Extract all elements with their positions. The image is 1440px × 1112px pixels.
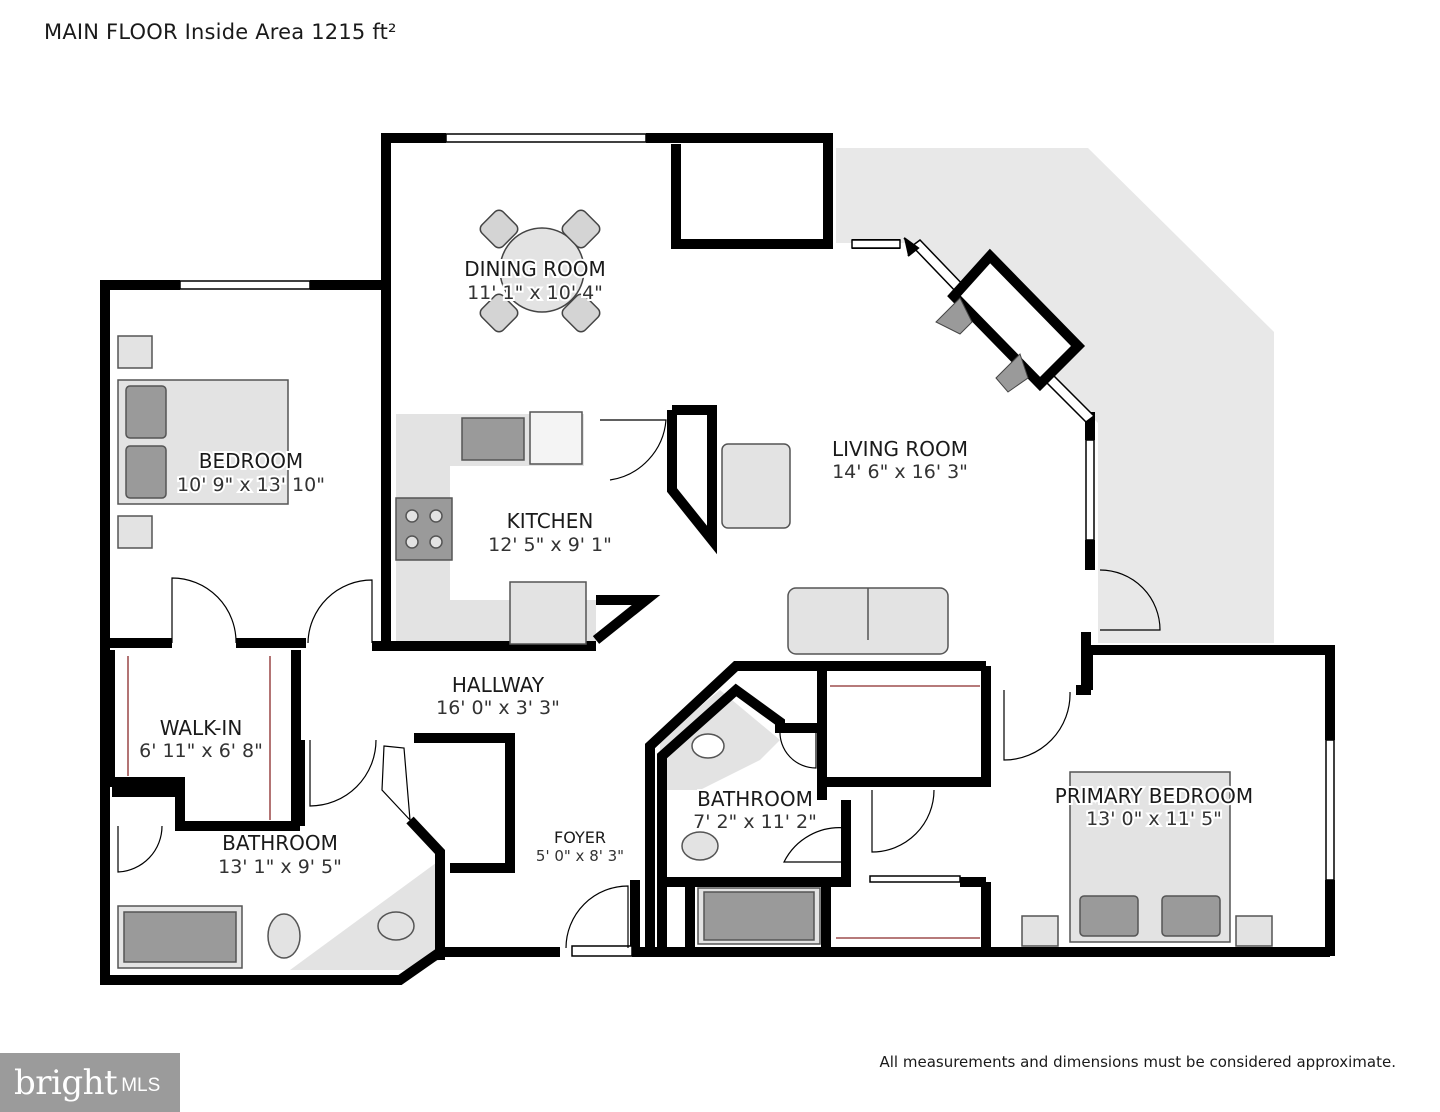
- primary-bedroom-dims: 13' 0" x 11' 5": [1086, 808, 1222, 830]
- kitchen-appliances: [395, 411, 587, 645]
- windows: [179, 133, 1335, 957]
- primary-bedroom-name: PRIMARY BEDROOM: [1055, 784, 1253, 808]
- living-furniture: [721, 443, 949, 655]
- logo-brand: bright: [14, 1062, 118, 1103]
- kitchen-name: KITCHEN: [507, 509, 594, 533]
- dining-table: [479, 209, 601, 333]
- bedroom-bed: [117, 335, 289, 549]
- bedroom-name: BEDROOM: [199, 449, 303, 473]
- floor-title: MAIN FLOOR Inside Area 1215 ft²: [44, 20, 397, 44]
- bathroom-vanity-left: [290, 860, 440, 970]
- dining-room-dims: 11' 1" x 10' 4": [467, 282, 603, 304]
- walkin-dims: 6' 11" x 6' 8": [139, 740, 263, 762]
- floor-plan: DINING ROOM 11' 1" x 10' 4" LIVING ROOM …: [100, 133, 1335, 985]
- bathroom-left-name: BATHROOM: [222, 831, 338, 855]
- closet-rods: [127, 656, 980, 939]
- kitchen-dims: 12' 5" x 9' 1": [488, 534, 612, 556]
- primary-bed: [1021, 771, 1273, 947]
- hallway-dims: 16' 0" x 3' 3": [436, 697, 560, 719]
- bath-fixtures: [117, 733, 821, 969]
- balcony-area: [836, 148, 1274, 643]
- bathroom-mid-name: BATHROOM: [697, 787, 813, 811]
- bathroom-left-dims: 13' 1" x 9' 5": [218, 856, 342, 878]
- door-swings: [117, 419, 1161, 949]
- walkin-name: WALK-IN: [160, 716, 243, 740]
- living-room-dims: 14' 6" x 16' 3": [832, 461, 968, 483]
- bright-mls-logo: bright MLS: [0, 1053, 180, 1112]
- fireplace: [903, 237, 1086, 393]
- dining-room-name: DINING ROOM: [464, 257, 606, 281]
- disclaimer-text: All measurements and dimensions must be …: [879, 1053, 1396, 1071]
- logo-suffix: MLS: [121, 1074, 161, 1096]
- living-room-name: LIVING ROOM: [832, 437, 968, 461]
- foyer-dims: 5' 0" x 8' 3": [536, 847, 624, 865]
- hallway-name: HALLWAY: [452, 673, 545, 697]
- room-labels: DINING ROOM 11' 1" x 10' 4" LIVING ROOM …: [137, 255, 1255, 878]
- bathroom-mid-dims: 7' 2" x 11' 2": [693, 811, 817, 833]
- foyer-name: FOYER: [554, 828, 606, 847]
- kitchen-counter: [396, 414, 596, 643]
- bedroom-dims: 10' 9" x 13' 10": [177, 474, 325, 496]
